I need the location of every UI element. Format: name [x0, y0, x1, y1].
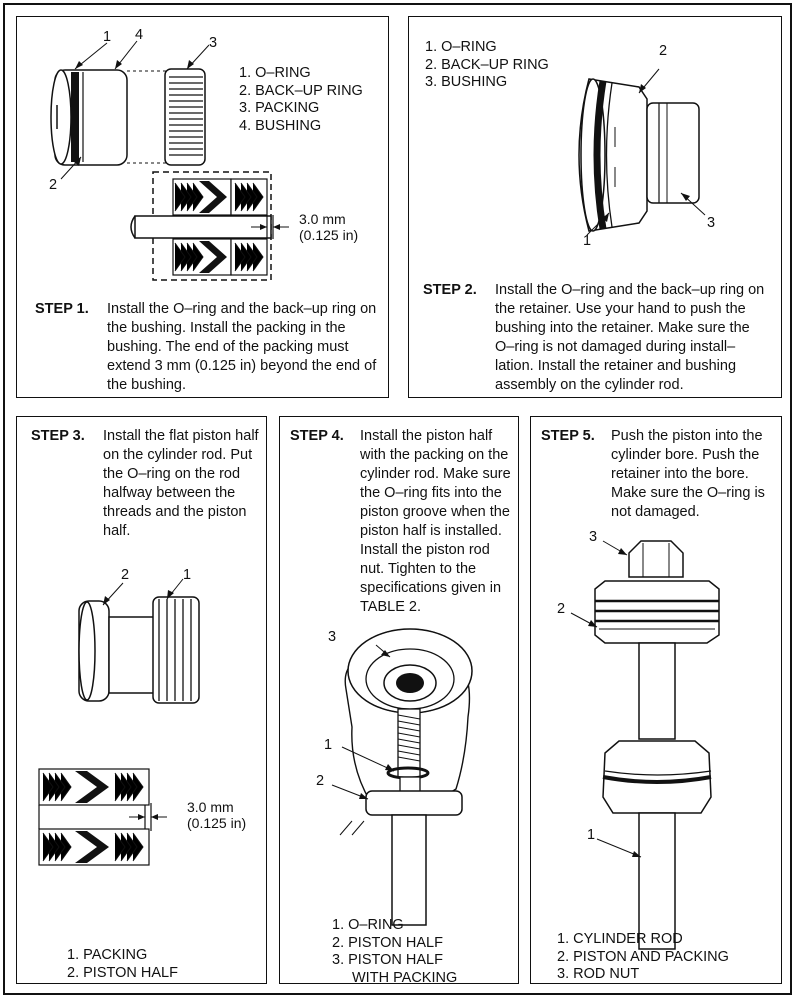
step-4-illustration — [331, 628, 473, 926]
step-3-callout-1: 1 — [183, 567, 192, 583]
dimension-metric: 3.0 mm — [187, 799, 234, 815]
legend-item: WITH PACKING — [352, 969, 458, 986]
step-3-text: Install the flat piston half on the cyli… — [103, 428, 259, 539]
step-4-text: Install the piston half with the packing… — [360, 428, 511, 615]
step-4-callout-3: 3 — [328, 629, 337, 645]
step-3-legend: 1. PACKING 2. PISTON HALF — [67, 947, 178, 982]
step-3-dimension: 3.0 mm (0.125 in) — [187, 799, 246, 831]
legend-item: 1. O–RING — [332, 917, 404, 933]
step-3-panel: 2 1 3.0 mm (0.125 in) STEP 3. Install th… — [16, 416, 267, 984]
step-2-callout-2: 2 — [659, 43, 668, 59]
step-2-callout-1: 1 — [583, 233, 592, 249]
step-3-callout-2: 2 — [121, 567, 130, 583]
step-5-illustration — [570, 540, 720, 950]
legend-item: 2. BACK–UP RING — [425, 56, 549, 73]
step-1-text: Install the O–ring and the back–up ring … — [107, 301, 377, 393]
step-5-callout-2: 2 — [557, 601, 566, 617]
legend-item: 2. PISTON HALF — [67, 964, 178, 981]
legend-item: 3. PISTON HALF — [332, 952, 443, 968]
legend-item: 3. PACKING — [239, 100, 320, 116]
step-1-panel: 1 4 3 2 1. O–RING 2. BACK–UP RING 3. PAC… — [16, 16, 389, 398]
dimension-imperial: (0.125 in) — [299, 227, 359, 243]
step-1-legend: 1. O–RING 2. BACK–UP RING 3. PACKING 4. … — [239, 65, 363, 135]
step-4-panel: 3 1 2 STEP 4. Install the piston half wi… — [279, 416, 519, 987]
step-1-callout-2: 2 — [49, 177, 58, 193]
legend-item: 3. BUSHING — [425, 74, 508, 90]
step-5-callout-3: 3 — [589, 529, 598, 545]
step-1-illustration — [50, 40, 289, 281]
legend-item: 1. PACKING — [67, 947, 148, 963]
step-1-callout-1: 1 — [103, 29, 112, 45]
step-2-illustration — [578, 68, 706, 236]
step-5-label: STEP 5. — [541, 428, 595, 444]
step-1-label: STEP 1. — [35, 301, 89, 317]
step-1-callout-3: 3 — [209, 35, 218, 51]
step-4-callout-2: 2 — [316, 773, 325, 789]
dimension-metric: 3.0 mm — [299, 211, 346, 227]
legend-item: 2. BACK–UP RING — [239, 82, 363, 99]
dimension-imperial: (0.125 in) — [187, 815, 247, 831]
step-5-text: Push the piston into the cylinder bore. … — [611, 428, 765, 520]
legend-item: 2. PISTON AND PACKING — [557, 948, 729, 965]
step-2-legend: 1. O–RING 2. BACK–UP RING 3. BUSHING — [425, 39, 549, 92]
step-4-legend: 1. O–RING 2. PISTON HALF 3. PISTON HALF … — [332, 917, 457, 987]
step-4-callout-1: 1 — [324, 737, 333, 753]
figure-frame — [3, 3, 792, 995]
step-1-dimension: 3.0 mm (0.125 in) — [299, 211, 358, 243]
step-3-label: STEP 3. — [31, 428, 85, 444]
step-5-callout-1: 1 — [587, 827, 596, 843]
legend-item: 1. O–RING — [239, 65, 311, 81]
step-2-callout-3: 3 — [707, 215, 716, 231]
step-5-panel: 3 2 1 STEP 5. Push the piston into the c… — [530, 416, 782, 984]
step-2-label: STEP 2. — [423, 282, 477, 298]
step-1-callout-4: 4 — [135, 27, 144, 43]
legend-item: 4. BUSHING — [239, 117, 322, 134]
legend-item: 3. ROD NUT — [557, 966, 640, 982]
legend-item: 2. PISTON HALF — [332, 934, 443, 951]
legend-item: 1. O–RING — [425, 39, 497, 55]
step-4-label: STEP 4. — [290, 428, 344, 444]
legend-item: 1. CYLINDER ROD — [557, 931, 683, 947]
step-2-panel: 2 3 1 1. O–RING 2. BACK–UP RING 3. BUSHI… — [408, 16, 782, 398]
step-5-legend: 1. CYLINDER ROD 2. PISTON AND PACKING 3.… — [557, 931, 729, 984]
step-3-illustration — [38, 578, 200, 866]
step-2-text: Install the O–ring and the back–up ring … — [495, 282, 765, 393]
